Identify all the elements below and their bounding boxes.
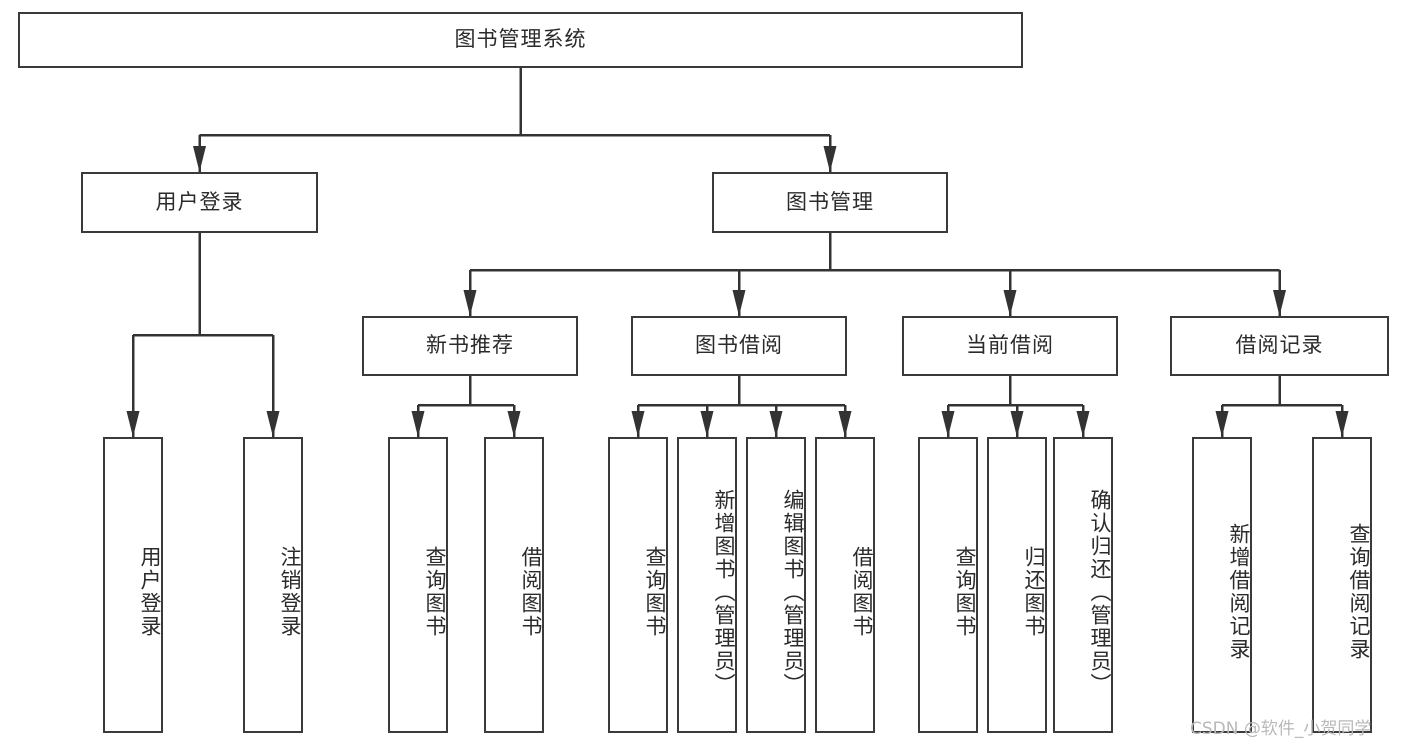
node-label: 注销登录 <box>278 546 302 638</box>
node-l_logout[interactable]: 注销登录 <box>243 437 303 733</box>
node-label: 图书借阅 <box>695 333 783 358</box>
node-n_borrow[interactable]: 借阅图书 <box>484 437 544 733</box>
node-label: 用户登录 <box>155 189 244 214</box>
node-c_query[interactable]: 查询图书 <box>918 437 978 733</box>
node-label: 确认归还（管理员） <box>1088 488 1112 696</box>
node-label: 查询图书 <box>643 546 667 638</box>
node-newbook[interactable]: 新书推荐 <box>362 316 578 376</box>
node-b_query[interactable]: 查询图书 <box>608 437 668 733</box>
node-b_edit[interactable]: 编辑图书（管理员） <box>746 437 806 733</box>
node-label: 查询图书 <box>423 546 447 638</box>
node-label: 借阅图书 <box>850 546 874 638</box>
node-r_add[interactable]: 新增借阅记录 <box>1192 437 1252 733</box>
node-label: 用户登录 <box>138 546 162 638</box>
node-label: 查询图书 <box>953 546 977 638</box>
node-label: 新增借阅记录 <box>1227 523 1251 661</box>
node-label: 当前借阅 <box>966 333 1054 358</box>
node-root[interactable]: 图书管理系统 <box>18 12 1023 68</box>
node-b_borrow[interactable]: 借阅图书 <box>815 437 875 733</box>
node-label: 新增图书（管理员） <box>712 488 736 696</box>
node-label: 图书管理系统 <box>454 27 587 52</box>
node-label: 新书推荐 <box>426 333 514 358</box>
node-label: 归还图书 <box>1022 546 1046 638</box>
node-label: 借阅图书 <box>519 546 543 638</box>
node-r_query[interactable]: 查询借阅记录 <box>1312 437 1372 733</box>
node-n_query[interactable]: 查询图书 <box>388 437 448 733</box>
node-login[interactable]: 用户登录 <box>81 172 318 233</box>
node-bookmgmt[interactable]: 图书管理 <box>712 172 948 233</box>
node-label: 图书管理 <box>786 189 874 214</box>
node-label: 查询借阅记录 <box>1347 523 1371 661</box>
node-c_return[interactable]: 归还图书 <box>987 437 1047 733</box>
csdn-watermark: CSDN @软件_小贺同学 <box>1190 719 1372 739</box>
node-borrow[interactable]: 图书借阅 <box>631 316 847 376</box>
node-label: 借阅记录 <box>1235 333 1324 358</box>
node-l_login[interactable]: 用户登录 <box>103 437 163 733</box>
node-b_add[interactable]: 新增图书（管理员） <box>677 437 737 733</box>
node-c_confirm[interactable]: 确认归还（管理员） <box>1053 437 1113 733</box>
node-label: 编辑图书（管理员） <box>781 488 805 696</box>
node-records[interactable]: 借阅记录 <box>1170 316 1389 376</box>
node-current[interactable]: 当前借阅 <box>902 316 1118 376</box>
